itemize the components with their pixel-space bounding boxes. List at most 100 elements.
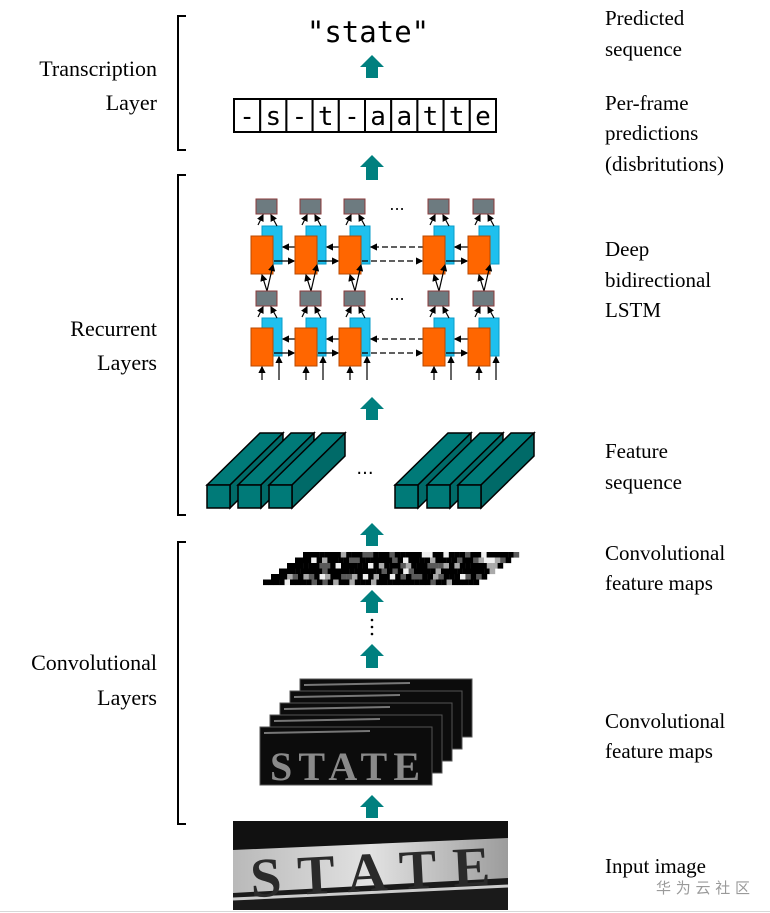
feature-map-cell [486,552,493,558]
feature-map-cell [473,557,479,564]
feature-map-cell [359,557,366,564]
feature-map-cell [446,557,452,564]
feature-map-cell [489,568,496,575]
feature-map-cell [408,568,415,575]
watermark: 华 为 云 社 区 [656,879,750,897]
feature-map-cell [513,552,520,558]
feature-map-cell [408,579,415,586]
feature-map-cell [295,579,301,586]
lstm-output-node [472,290,495,307]
feature-map-cell [330,563,336,569]
feature-map-cell [489,557,495,564]
feature-map-cell [416,552,422,558]
feature-map-cell [454,574,461,580]
feature-map-cell [362,552,368,558]
feature-bar-front [394,484,419,509]
feature-map-cell [395,563,401,569]
feature-map-cell [427,552,433,558]
feature-map-cell [497,552,503,558]
lstm-up-link [314,305,322,319]
feature-map-cell [413,557,420,564]
feature-map-cell [389,563,396,569]
feature-map-cell [411,563,417,569]
feature-map-cell [473,568,479,575]
lstm-input-link [266,263,276,292]
up-arrow-icon [360,644,384,668]
feature-map-layer [259,726,433,786]
feature-map-cell [494,557,501,564]
feature-map-cell [306,579,312,586]
feature-map-cell [378,563,385,569]
feature-map-cell [368,574,374,580]
feature-map-cell [395,574,401,580]
lstm-up-link [474,213,481,226]
feature-map-cell [360,579,366,586]
label-conv-maps-top: Convolutional [605,541,725,565]
label-predicted: Predicted [605,6,685,30]
lstm-input-link [348,273,356,292]
up-arrow-icon [360,523,384,546]
feature-map-cell [314,574,320,580]
feature-map-cell [349,579,355,586]
feature-map-cell [481,574,488,580]
lstm-output-node [343,198,366,215]
label-distributions: (disbritutions) [605,152,724,176]
conv-feature-map-flat [263,552,520,586]
feature-map-cell [335,552,341,558]
feature-map-cell [384,574,390,580]
feature-map-cell [330,574,336,580]
feature-map-cell [352,574,358,580]
feature-map-cell [438,563,444,569]
feature-map-cell [306,568,312,575]
label-convolutional-layers: Layers [97,685,157,710]
feature-map-cell [327,568,334,575]
feature-map-streak [293,694,401,698]
lstm-output-node [427,290,450,307]
frame-label: s [265,102,281,132]
feature-map-cell [370,557,377,564]
feature-map-cell [403,557,409,564]
feature-map-cell [368,563,374,569]
vertical-ellipsis [370,618,374,636]
feature-map-cell [303,552,309,558]
feature-map-cell [263,579,269,586]
feature-map-cell [379,574,385,580]
feature-map-cell [424,568,431,575]
label-predictions: predictions [605,121,698,145]
frame-label: - [239,102,255,132]
lstm-output-node [299,290,322,307]
feature-map-cell [316,557,323,564]
lstm-input-link [354,263,364,292]
bracket-convolutional [177,541,186,825]
feature-map-cell [338,579,345,586]
feature-map-cell [284,579,291,586]
lstm-forward-cell [294,235,318,275]
feature-map-cell [370,568,377,575]
feature-map-cell [354,568,361,575]
feature-map-cell [319,563,325,569]
feature-map-cell [452,579,458,586]
feature-map-cell [389,552,395,558]
feature-map-cell [492,552,498,558]
feature-map-cell [462,579,469,586]
feature-map-cell [360,568,366,575]
feature-map-cell [308,552,314,558]
feature-map-cell [457,579,463,586]
lstm-ellipsis-top: ... [389,195,404,214]
feature-sequence [205,431,536,510]
feature-map-cell [441,579,447,586]
lstm-forward-cell [338,327,362,367]
up-arrow-icon [360,795,384,818]
feature-map-cell [346,563,352,569]
feature-map-cell [308,574,315,580]
feature-map-cell [311,579,318,586]
feature-map-cell [297,563,304,569]
feature-map-cell [316,568,323,575]
lstm-up-link [487,213,495,227]
feature-map-cell [508,552,514,558]
feature-map-cell [357,574,363,580]
lstm-output-node [299,198,322,215]
lstm-up-link [442,305,450,319]
feature-map-cell [305,557,312,564]
lstm-forward-cell [250,327,274,367]
